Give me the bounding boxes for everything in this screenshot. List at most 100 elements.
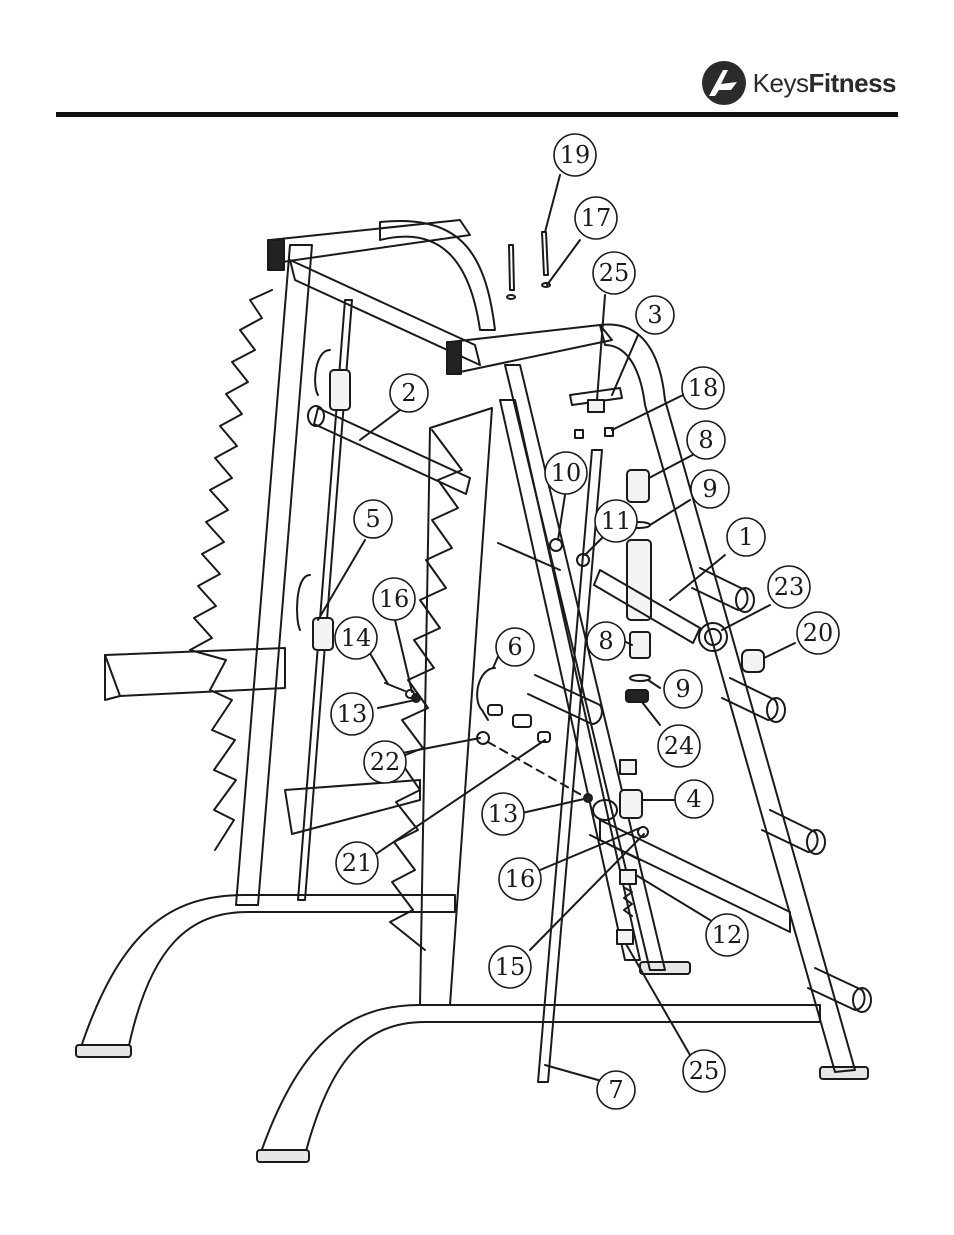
callout-c24: 24 <box>658 725 700 767</box>
callout-label: 16 <box>379 585 410 613</box>
callout-label: 3 <box>647 301 662 329</box>
pin-21 <box>513 715 531 727</box>
callout-c21: 21 <box>336 842 378 884</box>
callout-c5: 5 <box>354 500 392 538</box>
carriage-hook-upper <box>315 350 330 395</box>
callout-c20: 20 <box>797 612 839 654</box>
spotter-arm-upper <box>105 648 285 696</box>
leader-9-top <box>650 500 690 525</box>
callout-c16b: 16 <box>499 858 541 900</box>
bushing-12 <box>620 870 636 884</box>
pin-22 <box>488 705 502 715</box>
leader-13-top <box>378 700 415 708</box>
bushing-25-upper <box>588 400 604 412</box>
callout-c15: 15 <box>489 946 531 988</box>
callout-label: 6 <box>507 633 522 661</box>
callout-c11: 11 <box>595 500 637 542</box>
hook-6 <box>477 668 495 720</box>
leader-19 <box>545 175 560 232</box>
callout-c22: 22 <box>364 741 406 783</box>
bolt-19-right <box>542 232 548 275</box>
bearing-sleeve <box>627 540 651 620</box>
callout-c9a: 9 <box>691 470 729 508</box>
callout-c6: 6 <box>496 628 534 666</box>
top-arch <box>380 221 495 330</box>
callout-c14: 14 <box>335 617 377 659</box>
leader-13-lower <box>522 799 584 813</box>
callout-c25b: 25 <box>683 1050 725 1092</box>
callout-label: 7 <box>608 1076 623 1104</box>
callout-c12: 12 <box>706 914 748 956</box>
leader-1 <box>670 555 725 600</box>
callout-label: 1 <box>738 523 753 551</box>
callout-c3: 3 <box>636 296 674 334</box>
leader-17 <box>547 240 580 285</box>
sleeve-8-upper <box>627 470 649 502</box>
leader-9-lower <box>648 680 660 688</box>
callout-c17: 17 <box>575 197 617 239</box>
nut-10 <box>550 539 562 551</box>
callout-label: 23 <box>774 573 805 601</box>
carriage-hook-lower <box>297 575 310 630</box>
callout-c19: 19 <box>554 134 596 176</box>
bushing-25-mid <box>620 760 636 774</box>
callout-label: 18 <box>688 374 719 402</box>
callout-label: 10 <box>551 459 582 487</box>
callout-label: 9 <box>675 675 690 703</box>
foot-pad <box>820 1067 868 1079</box>
center-front-upright <box>420 408 492 1005</box>
callout-c10: 10 <box>545 452 587 494</box>
callout-label: 13 <box>337 700 368 728</box>
callout-c23: 23 <box>768 566 810 608</box>
callout-label: 19 <box>560 141 591 169</box>
callout-label: 13 <box>488 800 519 828</box>
callout-label: 16 <box>505 865 536 893</box>
bolt-19-left <box>509 245 514 290</box>
base-right-front-leg <box>260 1005 820 1155</box>
end-cap-20 <box>742 650 764 672</box>
leader-24 <box>642 702 660 725</box>
callout-c8a: 8 <box>687 421 725 459</box>
callout-label: 22 <box>370 748 401 776</box>
callout-label: 14 <box>341 624 372 652</box>
callout-label: 21 <box>342 849 373 877</box>
carriage-block-4 <box>620 790 642 818</box>
callout-label: 20 <box>803 619 834 647</box>
leader-20 <box>764 643 795 658</box>
callout-c9b: 9 <box>664 670 702 708</box>
callout-label: 12 <box>712 921 743 949</box>
callout-c8b: 8 <box>587 622 625 660</box>
leader-23 <box>722 605 770 630</box>
leader-25-lower <box>626 944 690 1055</box>
bushing-25-lower <box>617 930 633 944</box>
callout-c16a: 16 <box>373 578 415 620</box>
callout-label: 25 <box>599 259 630 287</box>
leader-16-top <box>395 620 412 692</box>
leader-14 <box>368 650 388 684</box>
callout-c25a: 25 <box>593 252 635 294</box>
callout-c1: 1 <box>727 518 765 556</box>
callout-label: 15 <box>495 953 526 981</box>
nut-13-lower <box>584 794 592 802</box>
nut-18 <box>575 430 583 438</box>
callout-label: 4 <box>686 785 701 813</box>
callout-label: 8 <box>698 426 713 454</box>
callout-label: 8 <box>598 627 613 655</box>
callout-c4: 4 <box>675 780 713 818</box>
bearing-sleeve-5 <box>313 618 333 650</box>
callout-c7: 7 <box>597 1071 635 1109</box>
callout-c2: 2 <box>390 374 428 412</box>
callout-label: 25 <box>689 1057 720 1085</box>
left-safety-rail <box>190 290 272 850</box>
leader-10 <box>558 495 565 540</box>
callout-label: 11 <box>601 507 632 535</box>
washer-17 <box>507 295 515 299</box>
weight-horn <box>528 675 602 724</box>
callout-label: 5 <box>365 505 380 533</box>
left-rear-upright <box>236 245 312 905</box>
leader-7 <box>545 1065 605 1082</box>
callout-c13b: 13 <box>482 793 524 835</box>
end-cap <box>447 342 461 374</box>
bearing-sleeve-upper <box>330 370 350 410</box>
